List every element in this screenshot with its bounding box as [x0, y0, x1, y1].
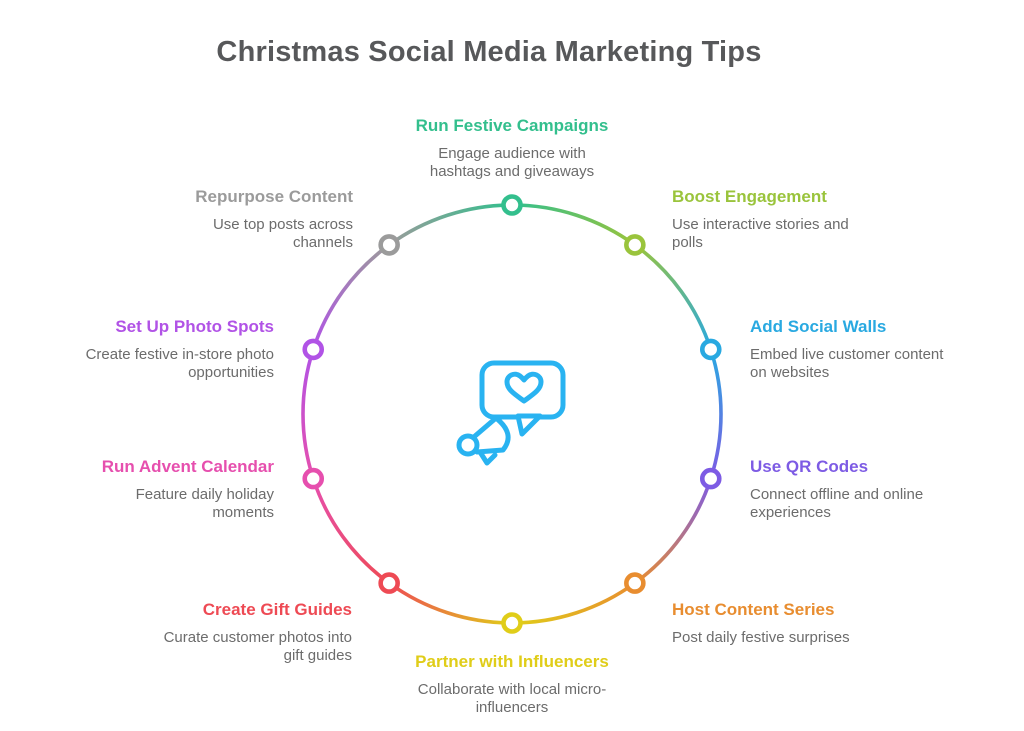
item-use-qr-codes: Use QR Codes Connect offline and online … [750, 457, 945, 522]
item-label: Repurpose Content [195, 187, 353, 206]
item-description: Connect offline and online experiences [750, 485, 924, 521]
item-description: Create festive in-store photo opportunit… [85, 345, 274, 381]
ring-segment [388, 203, 513, 247]
ring-segment [301, 348, 315, 480]
heart-icon [504, 371, 544, 404]
ring-segment [311, 478, 391, 585]
item-description: Curate customer photos into gift guides [163, 628, 352, 664]
ring-node [699, 338, 722, 361]
item-label: Create Gift Guides [202, 600, 352, 619]
ring-segment [633, 243, 713, 350]
item-label: Use QR Codes [750, 457, 869, 476]
item-run-festive-campaigns: Run Festive Campaigns Engage audience wi… [337, 116, 687, 181]
ring-node [501, 612, 523, 634]
item-set-up-photo-spots: Set Up Photo Spots Create festive in-sto… [64, 317, 274, 382]
item-label: Boost Engagement [672, 187, 827, 206]
item-description: Use top posts across channels [212, 215, 353, 251]
ring-segment [709, 348, 723, 480]
item-label: Run Advent Calendar [101, 457, 274, 476]
item-boost-engagement: Boost Engagement Use interactive stories… [672, 187, 872, 252]
item-label: Set Up Photo Spots [115, 317, 274, 336]
ring-node [699, 467, 722, 490]
item-description: Feature daily holiday moments [135, 485, 274, 521]
megaphone-mouthpiece [456, 433, 480, 457]
item-add-social-walls: Add Social Walls Embed live customer con… [750, 317, 960, 382]
ring-node [302, 338, 325, 361]
ring-node [624, 572, 646, 594]
item-description: Post daily festive surprises [672, 628, 850, 646]
ring-node [378, 234, 400, 256]
item-label: Partner with Influencers [415, 652, 609, 671]
item-host-content-series: Host Content Series Post daily festive s… [672, 600, 907, 647]
ring-segment [633, 478, 713, 585]
item-label: Host Content Series [672, 600, 835, 619]
speech-bubble-tail [515, 413, 543, 437]
heart-message-megaphone-icon [456, 360, 566, 466]
item-description: Engage audience with hashtags and giveaw… [429, 144, 595, 180]
ring-segment [511, 203, 636, 247]
item-repurpose-content: Repurpose Content Use top posts across c… [153, 187, 353, 252]
item-label: Add Social Walls [750, 317, 887, 336]
item-description: Use interactive stories and polls [672, 215, 849, 251]
item-label: Run Festive Campaigns [415, 116, 609, 135]
ring-node [378, 572, 400, 594]
speech-bubble-shape [479, 360, 566, 420]
megaphone-handle [477, 449, 498, 466]
item-create-gift-guides: Create Gift Guides Curate customer photo… [117, 600, 352, 665]
ring-node [302, 467, 325, 490]
ring-segment [311, 243, 391, 350]
ring-segment [388, 581, 513, 625]
megaphone-cone [472, 415, 511, 455]
ring-segment [511, 581, 636, 625]
item-partner-with-influencers: Partner with Influencers Collaborate wit… [402, 652, 622, 717]
item-description: Embed live customer content on websites [750, 345, 944, 381]
item-run-advent-calendar: Run Advent Calendar Feature daily holida… [79, 457, 274, 522]
page-title: Christmas Social Media Marketing Tips [216, 36, 762, 68]
ring-node [501, 194, 523, 216]
item-description: Collaborate with local micro-influencers [417, 680, 607, 716]
ring-node [624, 234, 646, 256]
